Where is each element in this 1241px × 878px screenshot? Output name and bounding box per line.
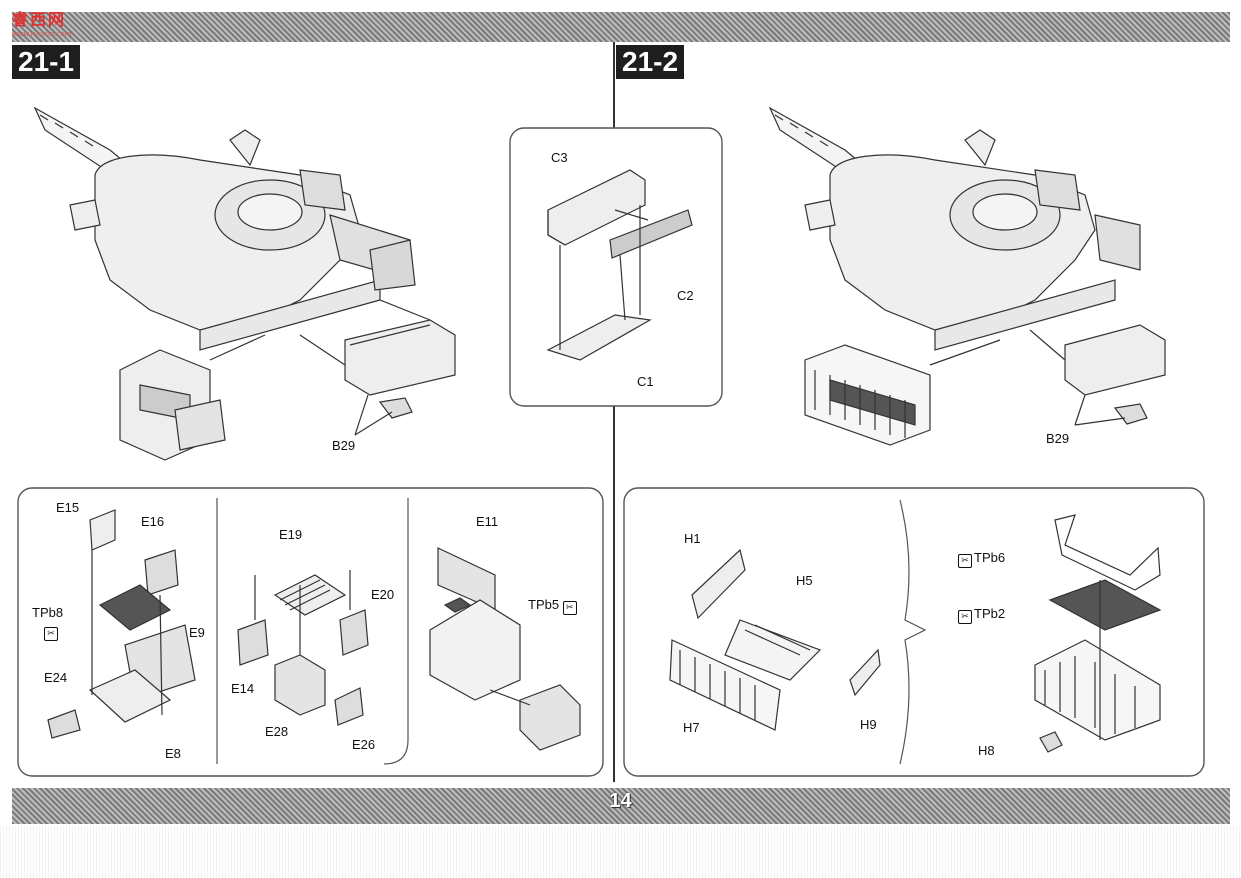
label-tpb6-text: TPb6: [974, 550, 1006, 565]
label-tpb5: TPb5 ✂: [528, 597, 579, 615]
label-e16: E16: [141, 514, 165, 529]
label-e14: E14: [231, 681, 255, 696]
step-label-21-2: 21-2: [616, 45, 685, 79]
tank-turret-left: [33, 106, 416, 351]
c-parts-drawing: [546, 169, 693, 361]
photo-etch-icon: ✂: [562, 601, 577, 615]
label-h7: H7: [683, 720, 700, 735]
label-h1: H1: [684, 531, 701, 546]
footer-band: [12, 788, 1230, 824]
stowage-box-right-side: [1029, 324, 1166, 426]
label-tpb2: ✂TPb2: [958, 606, 1005, 624]
step-label-21-1: 21-1: [12, 45, 81, 79]
label-e20: E20: [371, 587, 395, 602]
label-tpb8: TPb8: [32, 605, 64, 620]
photo-etch-icon: ✂: [958, 610, 972, 624]
label-b29-right: B29: [1046, 431, 1070, 446]
label-c1: C1: [637, 374, 654, 389]
label-e28: E28: [265, 724, 289, 739]
label-h8: H8: [978, 743, 995, 758]
detail-panel-right: [623, 487, 1205, 777]
label-e26: E26: [352, 737, 376, 752]
label-e11: E11: [476, 514, 499, 529]
label-e19: E19: [279, 527, 303, 542]
label-h9: H9: [860, 717, 877, 732]
stowage-box-left-side: [299, 299, 456, 436]
page-number: 14: [609, 790, 632, 812]
tank-turret-right: [768, 106, 1141, 351]
detail-h8-drawing: [1034, 514, 1162, 753]
detail-b-drawing: [237, 570, 369, 726]
detail-inner-divider-2: [383, 498, 409, 765]
label-b29-left: B29: [332, 438, 356, 453]
photo-etch-icon: ✂: [44, 623, 60, 641]
label-e9: E9: [189, 625, 205, 640]
label-e8: E8: [165, 746, 181, 761]
photo-etch-icon: ✂: [958, 554, 972, 568]
detail-bracket: [899, 499, 927, 765]
page-divider: [613, 42, 615, 782]
label-e15: E15: [56, 500, 80, 515]
label-c2: C2: [677, 288, 694, 303]
logo-url: www.rucixin.com: [12, 30, 72, 38]
label-e24: E24: [44, 670, 68, 685]
header-band: [12, 12, 1230, 42]
stowage-box-left-front: [119, 334, 266, 461]
detail-h-drawing: [669, 548, 881, 731]
label-tpb6: ✂TPb6: [958, 550, 1005, 568]
scan-noise: [0, 826, 1241, 878]
basket-right-front: [804, 339, 1001, 446]
logo-text: 睿西网: [12, 10, 67, 29]
label-tpb5-text: TPb5: [528, 597, 560, 612]
watermark-logo: 睿西网 www.rucixin.com: [12, 6, 72, 38]
label-h5: H5: [796, 573, 813, 588]
label-tpb2-text: TPb2: [974, 606, 1006, 621]
label-c3: C3: [551, 150, 568, 165]
detail-a-drawing: [47, 509, 196, 739]
detail-panel-left: [17, 487, 604, 777]
detail-c-drawing: [429, 547, 581, 751]
callout-panel-c: [509, 127, 723, 407]
